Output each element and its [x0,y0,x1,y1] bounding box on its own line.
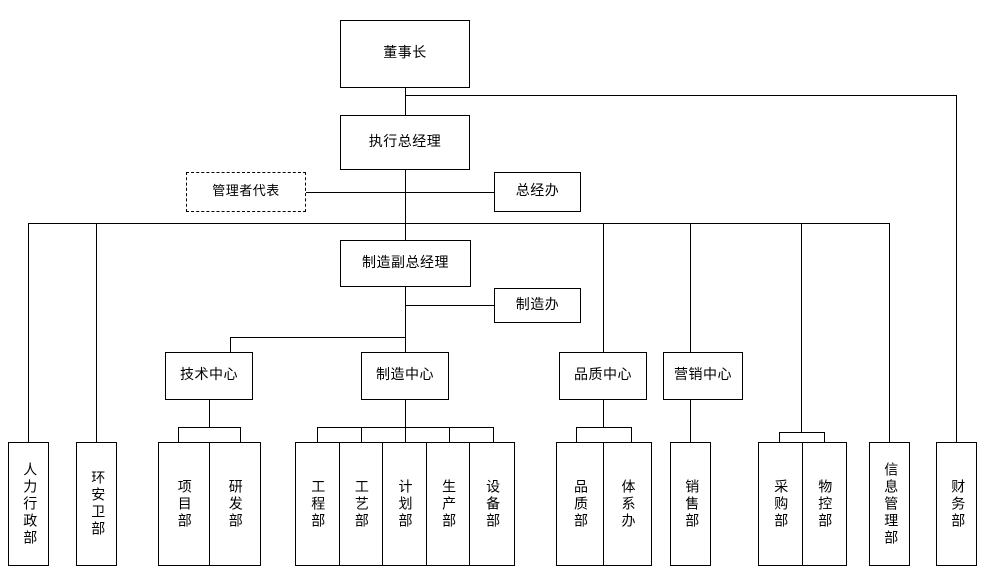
node-rd-department-label: 研发部 [226,478,243,530]
connector-tech-group-bus [178,427,241,428]
node-planning-department[interactable]: 计划部 [383,443,427,565]
connector-drop-marketing-center [690,223,691,352]
node-gm-office-label: 总经办 [515,183,560,200]
node-ehs-department[interactable]: 环安卫部 [76,442,117,566]
connector-mfgvgm-to-mfgoffice [405,305,494,306]
node-technology-center[interactable]: 技术中心 [165,352,253,400]
connector-drop-purchasing [801,223,802,432]
node-manufacturing-center-label: 制造中心 [376,367,434,384]
node-rd-department[interactable]: 研发部 [209,443,260,565]
connector-mfgvgm-bottom [405,287,406,337]
node-information-management-department-label: 信息管理部 [882,461,899,547]
node-purchasing-department-label: 采购部 [772,478,789,530]
node-chairman-label: 董事长 [383,45,427,62]
node-project-department-label: 项目部 [175,478,192,530]
node-engineering-department[interactable]: 工程部 [296,443,340,565]
connector-drop-mfg-center [405,337,406,352]
connector-quality-group-bus [576,427,631,428]
connector-drop-system-office [631,427,632,442]
node-finance-department-label: 财务部 [949,478,966,530]
node-chairman[interactable]: 董事长 [340,20,470,88]
connector-mfgvgm-down [405,223,406,240]
connector-drop-quality-dept [576,427,577,442]
node-marketing-center[interactable]: 营销中心 [663,352,743,400]
node-technology-center-label: 技术中心 [180,367,238,384]
node-finance-department[interactable]: 财务部 [936,442,977,566]
node-hr-admin-department-label: 人力行政部 [21,461,38,547]
connector-main-bus [28,223,890,224]
node-gm-office[interactable]: 总经办 [494,172,581,212]
node-quality-department-label: 品质部 [572,478,588,530]
node-ehs-department-label: 环安卫部 [89,470,106,538]
node-sales-department[interactable]: 销售部 [670,442,711,566]
node-manufacturing-center[interactable]: 制造中心 [361,352,449,400]
node-marketing-center-label: 营销中心 [674,367,732,384]
group-quality-departments: 品质部 体系办 [556,442,652,566]
connector-drop-quality-center [603,223,604,352]
connector-mfg-subbus [230,337,406,338]
connector-qualitycenter-down [603,400,604,427]
connector-drop-project [178,427,179,442]
node-planning-department-label: 计划部 [396,478,413,530]
connector-drop-information [889,223,890,442]
node-manufacturing-vice-gm[interactable]: 制造副总经理 [340,240,471,287]
node-exec-gm-label: 执行总经理 [368,133,442,150]
node-management-representative[interactable]: 管理者代表 [186,172,306,212]
group-purchasing-departments: 采购部 物控部 [758,442,847,566]
connector-drop-purchasing-dept [779,432,780,442]
node-manufacturing-vice-gm-label: 制造副总经理 [362,254,449,271]
connector-techcenter-down [209,400,210,427]
group-manufacturing-departments: 工程部 工艺部 计划部 生产部 设备部 [295,442,515,566]
connector-finance-trunk [956,95,957,442]
connector-drop-hr-admin [28,223,29,442]
node-material-control-department-label: 物控部 [816,478,833,530]
node-production-department[interactable]: 生产部 [426,443,471,565]
node-hr-admin-department[interactable]: 人力行政部 [8,442,49,566]
connector-drop-tech-center [230,337,231,352]
connector-drop-material-control [824,432,825,442]
node-equipment-department[interactable]: 设备部 [470,443,514,565]
connector-chairman-down [405,88,406,115]
connector-chairman-to-finance-h [405,95,957,96]
node-system-office[interactable]: 体系办 [604,443,651,565]
node-material-control-department[interactable]: 物控部 [802,443,846,565]
node-purchasing-department[interactable]: 采购部 [759,443,803,565]
node-engineering-department-label: 工程部 [309,478,326,530]
group-technology-departments: 项目部 研发部 [158,442,261,566]
connector-mfgcenter-down [405,400,406,427]
node-information-management-department[interactable]: 信息管理部 [869,442,910,566]
connector-drop-process [361,427,362,442]
node-manufacturing-office-label: 制造办 [515,296,560,313]
connector-execgm-trunk [405,170,406,239]
node-system-office-label: 体系办 [619,478,636,530]
connector-marketingcenter-down [690,400,691,442]
connector-drop-engineering [317,427,318,442]
connector-drop-equipment [493,427,494,442]
node-quality-department[interactable]: 品质部 [557,443,604,565]
connector-drop-production [449,427,450,442]
node-process-department-label: 工艺部 [352,478,369,530]
connector-drop-rd [240,427,241,442]
node-quality-center[interactable]: 品质中心 [559,352,647,400]
node-process-department[interactable]: 工艺部 [339,443,384,565]
node-manufacturing-office[interactable]: 制造办 [494,288,581,323]
connector-purchasing-group-bus [779,432,825,433]
node-management-representative-label: 管理者代表 [212,183,280,199]
connector-drop-ehs [96,223,97,442]
node-project-department[interactable]: 项目部 [159,443,210,565]
connector-drop-planning [405,427,406,442]
connector-mgmtrep-gmoffice [306,192,494,193]
node-sales-department-label: 销售部 [683,478,700,530]
node-production-department-label: 生产部 [440,478,457,530]
node-exec-gm[interactable]: 执行总经理 [340,115,470,170]
node-quality-center-label: 品质中心 [574,367,632,384]
node-equipment-department-label: 设备部 [484,478,501,530]
